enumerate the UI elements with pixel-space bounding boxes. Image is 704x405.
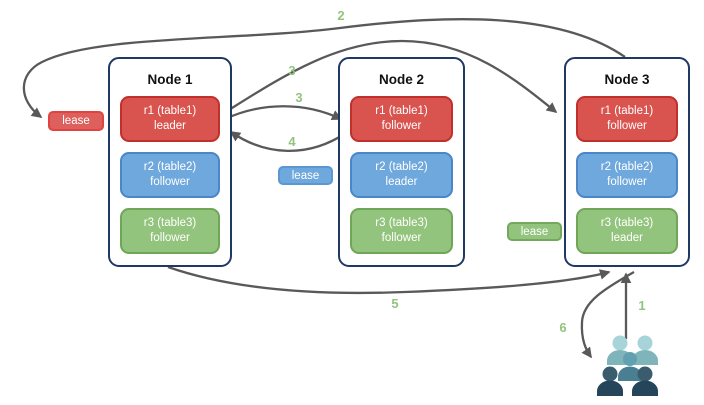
node-1: Node 1 r1 (table1) leader r2 (table2) fo…: [108, 57, 232, 267]
node-3: Node 3 r1 (table1) follower r2 (table2) …: [564, 57, 690, 267]
lease-badge-r2: lease: [278, 166, 333, 185]
node-2: Node 2 r1 (table1) follower r2 (table2) …: [338, 57, 465, 267]
arrow-step4: [229, 131, 347, 153]
arrow-step5: [167, 265, 611, 295]
node-2-replica-r1: r1 (table1) follower: [350, 96, 453, 142]
replica-name: r2 (table2): [375, 161, 428, 174]
lease-badge-r3: lease: [507, 222, 562, 241]
step-label-4: 4: [288, 134, 296, 149]
node-3-replica-r1: r1 (table1) follower: [576, 96, 678, 142]
replica-name: r2 (table2): [600, 161, 654, 174]
node-2-title: Node 2: [378, 72, 424, 87]
step-label-1: 1: [638, 298, 646, 313]
replica-name: r1 (table1): [143, 105, 197, 118]
clients-group-icon: [597, 335, 658, 396]
node-1-replica-r2: r2 (table2) follower: [120, 152, 220, 198]
step-label-2: 2: [337, 8, 345, 23]
node-2-replica-r3: r3 (table3) follower: [350, 208, 453, 254]
node-1-title: Node 1: [147, 72, 193, 87]
replica-name: r3 (table3): [375, 217, 428, 230]
lease-badge-r1: lease: [48, 111, 104, 131]
node-1-replica-r3: r3 (table3) follower: [120, 208, 220, 254]
replica-role: follower: [607, 120, 647, 132]
replica-role: follower: [381, 120, 422, 132]
replica-role: follower: [607, 176, 647, 188]
replica-role: leader: [611, 232, 643, 244]
node-2-replica-r2: r2 (table2) leader: [350, 152, 453, 198]
node-1-replica-r1: r1 (table1) leader: [120, 96, 220, 142]
arrow-step3-lower: [224, 105, 343, 121]
arrow-step6: [580, 270, 635, 359]
node-3-title: Node 3: [604, 72, 650, 87]
replica-role: follower: [150, 176, 190, 188]
replica-role: leader: [154, 120, 186, 132]
node-3-replica-r2: r2 (table2) follower: [576, 152, 678, 198]
replica-name: r1 (table1): [600, 105, 654, 118]
arrow-step3-upper: [223, 39, 558, 114]
replica-name: r3 (table3): [143, 217, 197, 230]
replica-name: r2 (table2): [143, 161, 197, 174]
replica-name: r3 (table3): [600, 217, 654, 230]
step-label-3-upper: 3: [288, 63, 296, 78]
arrow-step2: [22, 18, 626, 118]
step-label-5: 5: [391, 296, 399, 311]
replica-role: follower: [150, 232, 190, 244]
step-label-6: 6: [559, 320, 567, 335]
replica-role: follower: [381, 232, 422, 244]
step-label-3-lower: 3: [295, 90, 303, 105]
replica-name: r1 (table1): [375, 105, 428, 118]
replica-role: leader: [385, 176, 418, 188]
node-3-replica-r3: r3 (table3) leader: [576, 208, 678, 254]
